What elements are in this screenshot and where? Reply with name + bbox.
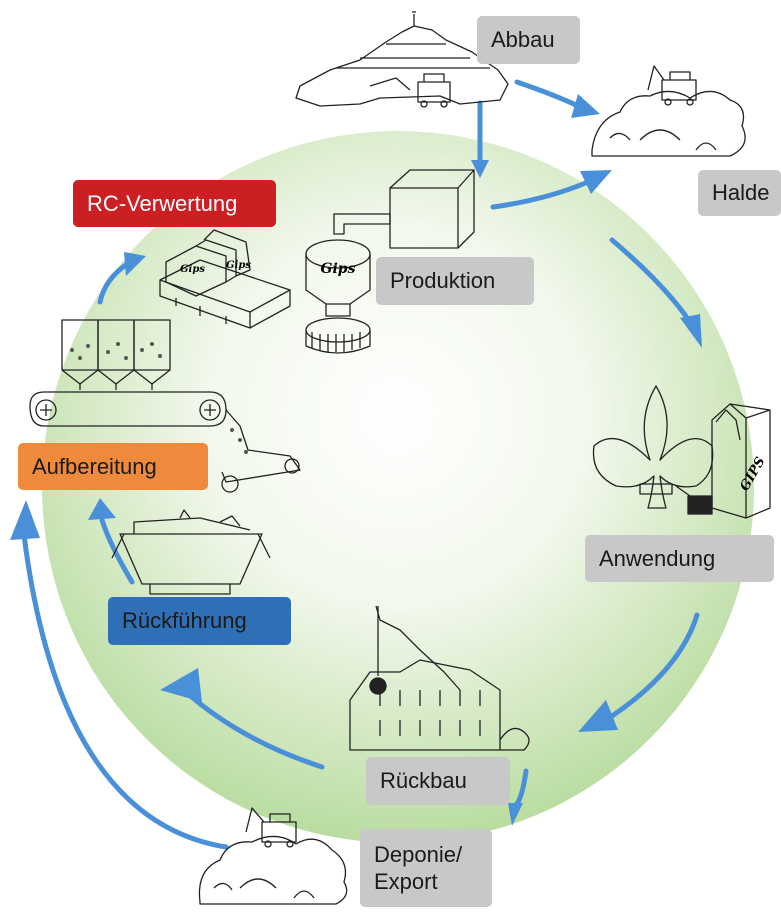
arrowhead-anwendung (680, 314, 702, 348)
pallet-sacks-icon (159, 229, 291, 329)
skip-container-icon (111, 509, 271, 595)
factory-silo-icon (305, 169, 475, 354)
arrow-produktion-halde (490, 179, 591, 210)
cycle-background-circle (42, 131, 754, 843)
label-produktion: Produktion (376, 257, 534, 305)
arrow-anwendung-rueckbau (609, 612, 700, 719)
gips-silo-text: Gips (321, 261, 356, 277)
arrowhead-produktion (471, 160, 489, 178)
demolition-building-icon (349, 605, 530, 751)
arrowhead-aufbereitung-2 (88, 498, 116, 520)
arrowhead-halde (571, 94, 600, 118)
label-rueckbau: Rückbau (366, 757, 510, 805)
landfill-heap-icon (198, 807, 348, 905)
arrow-rueckfuehrung-aufbereitung (99, 517, 135, 585)
mountain-quarry-icon (295, 11, 509, 108)
arrow-abbau-halde (514, 79, 581, 109)
fleur-de-lis-plaster-icon (592, 385, 771, 519)
arrow-rueckbau-rueckfuehrung (183, 689, 325, 770)
arrows (21, 79, 700, 850)
arrowhead-deponie (508, 803, 523, 826)
label-rc-verwertung: RC-Verwertung (73, 180, 276, 227)
label-anwendung: Anwendung (585, 535, 774, 582)
conveyor-silos-icon (29, 319, 301, 493)
arrow-produktion-anwendung (609, 237, 693, 325)
arrowhead-rc (124, 252, 146, 276)
label-rueckfuehrung: Rückführung (108, 597, 291, 645)
label-abbau: Abbau (477, 16, 580, 64)
conveyor-material (70, 342, 248, 454)
arrowheads (10, 94, 702, 826)
arrowhead-aufbereitung (10, 500, 40, 540)
waste-heap-icon (591, 65, 746, 157)
label-aufbereitung: Aufbereitung (18, 443, 208, 490)
arrowhead-rueckbau (578, 700, 618, 732)
arrow-deponie-aufbereitung (21, 532, 229, 850)
gips-sack-text-2: Gips (226, 260, 251, 271)
arrowhead-rueckfuehrung (160, 668, 202, 702)
label-halde: Halde (698, 170, 781, 216)
label-deponie-export: Deponie/ Export (360, 829, 492, 907)
arrowhead-halde-2 (580, 170, 612, 194)
gips-sack-text-1: Gips (180, 264, 205, 275)
